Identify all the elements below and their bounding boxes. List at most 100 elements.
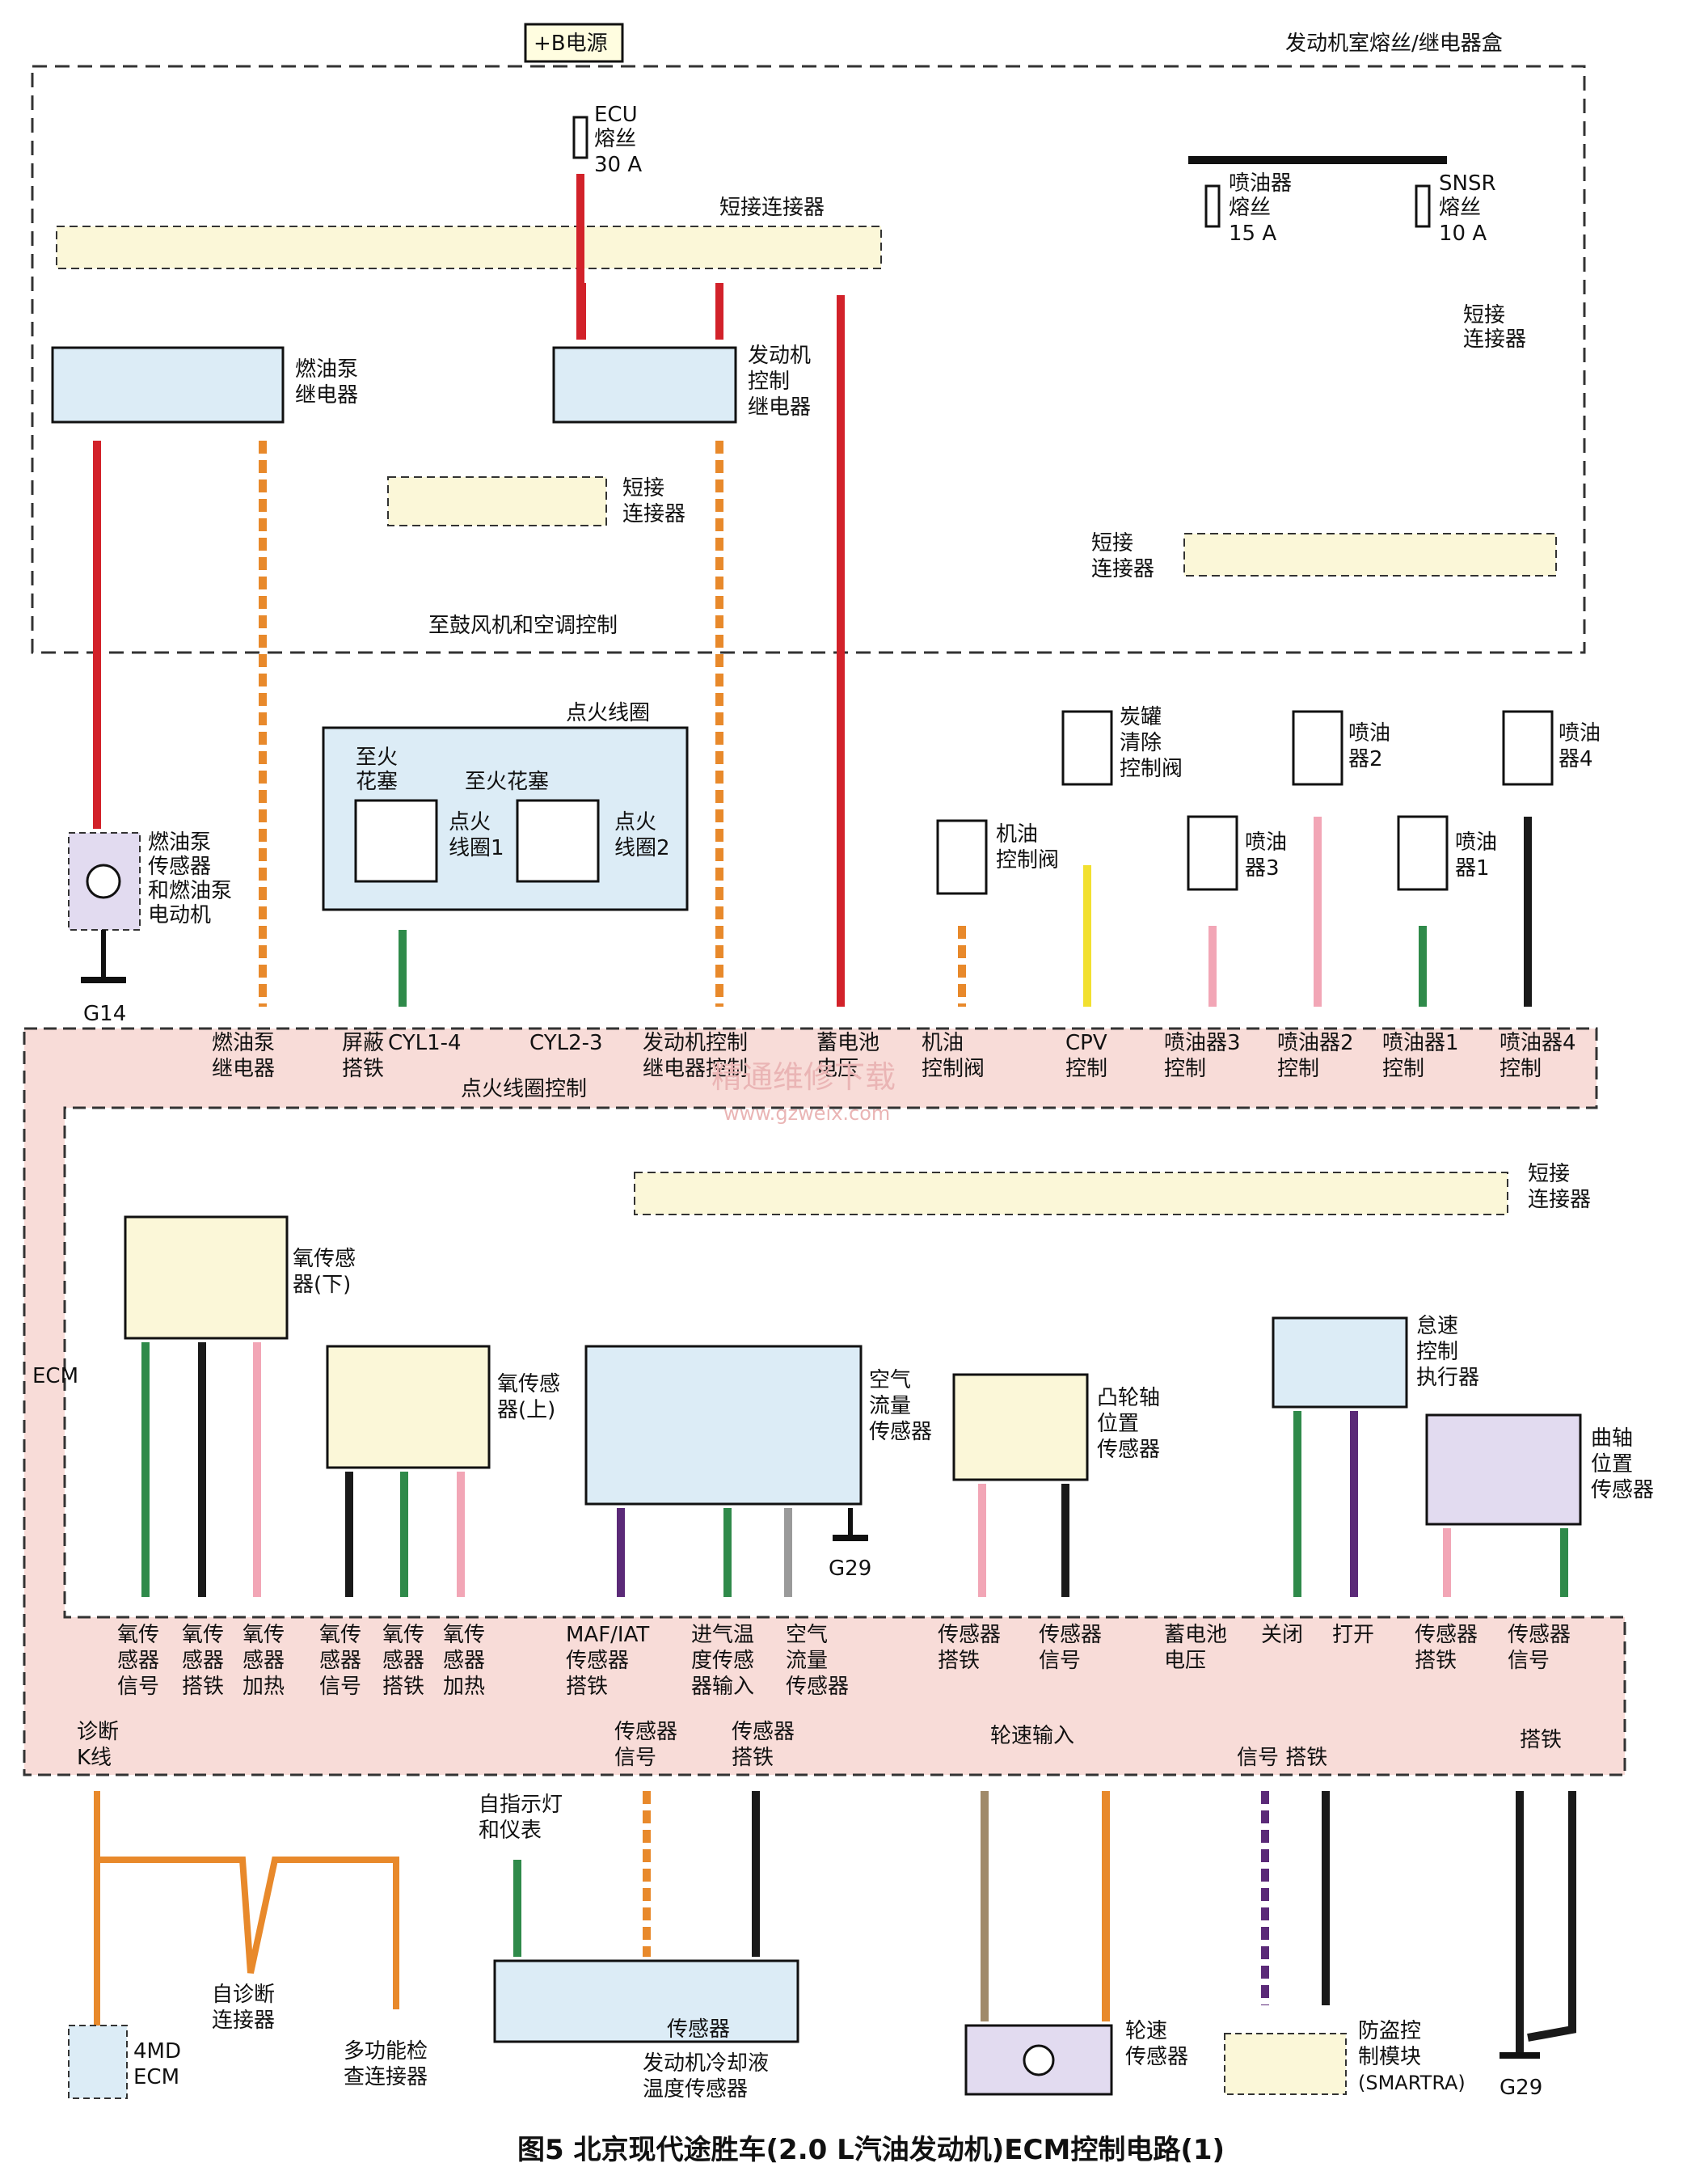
snsr-fuse-label-1: SNSR bbox=[1439, 171, 1496, 196]
ecm-top-label-2-line-0: CYL1-4 bbox=[388, 1031, 462, 1055]
ecm-bottom-label-1-line-1: 感器 bbox=[182, 1649, 224, 1673]
canister-valve-icon bbox=[1061, 710, 1113, 786]
ecm-bottom-label-6-line-1: 传感器 bbox=[566, 1649, 629, 1673]
ground-label: 搭铁 bbox=[1520, 1728, 1562, 1752]
ecm-top-label-1-line-1: 搭铁 bbox=[342, 1057, 384, 1081]
short-connector-bar-right bbox=[1183, 533, 1557, 577]
ecm-bottom-label-10-line-1: 信号 bbox=[1039, 1649, 1081, 1673]
ecm-bottom-label-6-line-0: MAF/IAT bbox=[566, 1623, 649, 1647]
self-diag-label-2: 连接器 bbox=[212, 2009, 275, 2033]
injector-fuse-label-1: 喷油器 bbox=[1229, 171, 1292, 196]
ecm-bottom-label-4-line-0: 氧传 bbox=[382, 1623, 424, 1647]
fuel-pump-motor-label-1: 燃油泵 bbox=[148, 830, 211, 855]
ecm-bottom-label-6-line-2: 搭铁 bbox=[566, 1675, 608, 1699]
ecm-bottom-label-0-line-1: 感器 bbox=[117, 1649, 159, 1673]
crank-label-3: 传感器 bbox=[1591, 1478, 1654, 1502]
fuse-box-title: 发动机室熔丝/继电器盒 bbox=[1285, 32, 1503, 56]
short-connector-label-lower-2: 连接器 bbox=[1528, 1188, 1591, 1212]
fuel-pump-relay-label-2: 继电器 bbox=[295, 383, 358, 408]
ecm-sensor-ground-1: 传感器 bbox=[732, 1720, 795, 1744]
ecm-top-label-7-line-1: 控制 bbox=[1065, 1057, 1107, 1081]
inj2-label-1: 喷油 bbox=[1348, 721, 1390, 746]
inj3-label-1: 喷油 bbox=[1245, 830, 1287, 855]
snsr-short-connector-1: 短接 bbox=[1463, 303, 1505, 327]
oil-control-valve-icon bbox=[936, 819, 988, 895]
ecu-fuse-label-3: 30 A bbox=[594, 153, 642, 177]
coil1-symbol bbox=[354, 799, 438, 883]
ecu-fuse-label-2: 熔丝 bbox=[594, 127, 636, 151]
ecm-top-label-5-line-0: 蓄电池 bbox=[816, 1031, 879, 1055]
ecm-bottom-label-0-line-2: 信号 bbox=[117, 1675, 159, 1699]
cam-label-3: 传感器 bbox=[1097, 1438, 1160, 1462]
ecm-top-label-11-line-0: 喷油器4 bbox=[1500, 1031, 1576, 1055]
ecm-bottom-label-11-line-0: 蓄电池 bbox=[1164, 1623, 1227, 1647]
ground-label-g29-bottom: G29 bbox=[1500, 2076, 1542, 2100]
ecm-bottom-label-3-line-0: 氧传 bbox=[319, 1623, 361, 1647]
short-connector-label-mid-1: 短接 bbox=[622, 476, 664, 501]
short-connector-bar-mid bbox=[387, 476, 607, 526]
ecm-top-label-4-line-0: 发动机控制 bbox=[643, 1031, 748, 1055]
ecm-bottom-label-4-line-1: 感器 bbox=[382, 1649, 424, 1673]
motor-icon bbox=[86, 864, 121, 899]
short-connector-label-top: 短接连接器 bbox=[719, 196, 825, 220]
ecm-bottom-label-3-line-2: 信号 bbox=[319, 1675, 361, 1699]
maf-label-3: 传感器 bbox=[869, 1420, 932, 1444]
ignition-coil-title: 点火线圈 bbox=[566, 701, 650, 725]
ecm-top-label-11-line-1: 控制 bbox=[1500, 1057, 1542, 1081]
inj4-label-2: 器4 bbox=[1559, 747, 1593, 771]
canister-label-1: 炭罐 bbox=[1120, 705, 1162, 729]
ecm-bottom-label-7-line-1: 度传感 bbox=[691, 1649, 754, 1673]
maf-label-2: 流量 bbox=[869, 1394, 911, 1418]
coolant-sensor-box bbox=[493, 1959, 799, 2043]
ecm-bottom-label-8-line-0: 空气 bbox=[786, 1623, 828, 1647]
ecm-bottom-label-10-line-0: 传感器 bbox=[1039, 1623, 1102, 1647]
short-connector-bar-lower bbox=[634, 1172, 1508, 1215]
immo-label-2: 制模块 bbox=[1358, 2045, 1421, 2069]
cam-label-2: 位置 bbox=[1097, 1412, 1139, 1436]
idle-label-1: 怠速 bbox=[1416, 1314, 1458, 1338]
inj2-label-2: 器2 bbox=[1348, 747, 1383, 771]
ecm-bottom-label-3-line-1: 感器 bbox=[319, 1649, 361, 1673]
snsr-fuse-label-2: 熔丝 bbox=[1439, 196, 1481, 220]
inj1-label-1: 喷油 bbox=[1455, 830, 1497, 855]
maf-label-1: 空气 bbox=[869, 1368, 911, 1392]
ecm-bottom-label-12-line-0: 关闭 bbox=[1261, 1623, 1303, 1647]
engine-relay-label-2: 控制 bbox=[748, 370, 790, 394]
ecm-bottom-label-14-line-1: 搭铁 bbox=[1415, 1649, 1457, 1673]
crank-label-1: 曲轴 bbox=[1591, 1426, 1633, 1451]
engine-relay-box bbox=[552, 346, 737, 424]
ecm-bottom-label-7-line-0: 进气温 bbox=[691, 1623, 754, 1647]
immo-label-3: (SMARTRA) bbox=[1358, 2072, 1466, 2094]
ecm-4md-label-2: ECM bbox=[133, 2065, 179, 2089]
snsr-short-connector-2: 连接器 bbox=[1463, 327, 1526, 352]
injector3-icon bbox=[1187, 815, 1238, 891]
coil2-label-2: 线圈2 bbox=[614, 836, 670, 860]
to-plug-1a: 至火 bbox=[356, 746, 398, 770]
idle-actuator-box bbox=[1272, 1316, 1408, 1409]
ecm-bottom-label-15-line-1: 信号 bbox=[1508, 1649, 1550, 1673]
ecm-top-label-9-line-0: 喷油器2 bbox=[1277, 1031, 1354, 1055]
ecm-bottom-label-7-line-2: 器输入 bbox=[691, 1675, 754, 1699]
immobilizer-box bbox=[1224, 2033, 1347, 2095]
to-plug-1b: 花塞 bbox=[356, 770, 398, 794]
ecm-top-label-7-line-0: CPV bbox=[1065, 1031, 1107, 1055]
ecm-bottom-label-15-line-0: 传感器 bbox=[1508, 1623, 1571, 1647]
ignition-control-label: 点火线圈控制 bbox=[461, 1077, 587, 1101]
figure-caption: 图5 北京现代途胜车(2.0 L汽油发动机)ECM控制电路(1) bbox=[517, 2134, 1225, 2166]
short-connector-bar-top bbox=[56, 226, 882, 269]
ecm-bottom-label-1-line-0: 氧传 bbox=[182, 1623, 224, 1647]
ecm-bottom-pin-labels: 氧传感器信号氧传感器搭铁氧传感器加热氧传感器信号氧传感器搭铁氧传感器加热MAF/… bbox=[117, 1623, 1571, 1699]
wire-orange-diag-branch bbox=[97, 1857, 399, 2009]
ecm-top-label-0-line-1: 继电器 bbox=[212, 1057, 275, 1081]
wheel-sensor-icon bbox=[1023, 2044, 1055, 2076]
ecm-bottom-label-8-line-2: 传感器 bbox=[786, 1675, 849, 1699]
oil-valve-label-2: 控制阀 bbox=[996, 848, 1059, 872]
idle-label-3: 执行器 bbox=[1416, 1366, 1479, 1390]
snsr-fuse-icon bbox=[1415, 184, 1431, 228]
wheel-sensor-label-2: 传感器 bbox=[1125, 2045, 1188, 2069]
wheel-input-label: 轮速输入 bbox=[990, 1724, 1074, 1748]
coolant-title-2: 温度传感器 bbox=[643, 2077, 748, 2102]
ecm-top-label-5-line-1: 电压 bbox=[816, 1057, 858, 1081]
ecm-bottom-label-1-line-2: 搭铁 bbox=[182, 1675, 224, 1699]
